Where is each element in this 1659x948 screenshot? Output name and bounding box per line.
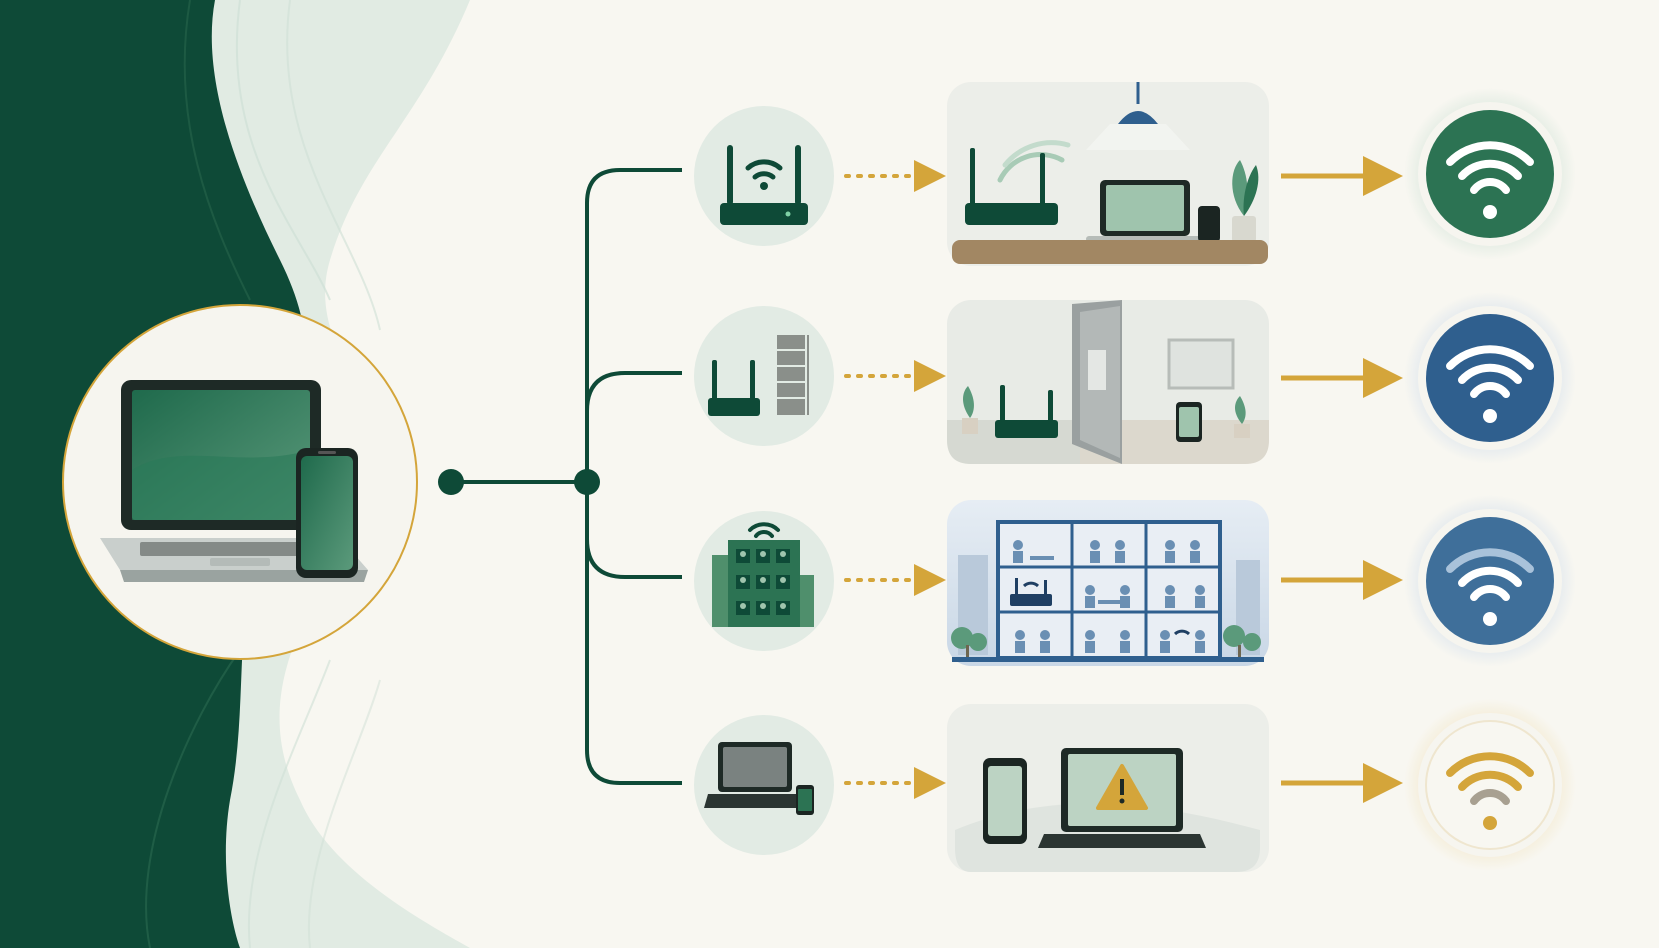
warning-icon bbox=[1096, 764, 1148, 810]
apartment-building-icon bbox=[712, 522, 814, 627]
branch-row-crowded-building bbox=[694, 495, 1576, 667]
router-near-laptop-scene bbox=[947, 82, 1269, 266]
tree-connector bbox=[438, 168, 682, 785]
branch-row-close-router bbox=[694, 82, 1576, 266]
wifi-good-icon bbox=[1404, 292, 1576, 464]
smartphone-icon bbox=[983, 758, 1027, 844]
branch-row-wall-obstruction bbox=[694, 292, 1576, 464]
scenario-circle-router bbox=[694, 106, 834, 246]
device-warning-scene bbox=[947, 704, 1269, 872]
scenario-circle-building bbox=[694, 511, 834, 651]
busy-office-building-scene bbox=[947, 500, 1269, 666]
source-device-circle bbox=[62, 304, 418, 660]
scenario-circle-devices bbox=[694, 715, 834, 855]
wifi-weak-icon bbox=[1404, 699, 1576, 871]
laptop-phone-icon bbox=[704, 742, 814, 815]
router-wall-icon bbox=[708, 333, 811, 417]
scenario-circle-wall bbox=[694, 306, 834, 446]
router-behind-wall-scene bbox=[947, 300, 1269, 464]
branch-row-device-issue bbox=[694, 699, 1576, 872]
router-icon bbox=[720, 145, 808, 225]
wifi-fair-icon bbox=[1404, 495, 1576, 667]
smartphone-icon bbox=[296, 448, 358, 578]
wifi-strong-icon bbox=[1404, 88, 1576, 260]
